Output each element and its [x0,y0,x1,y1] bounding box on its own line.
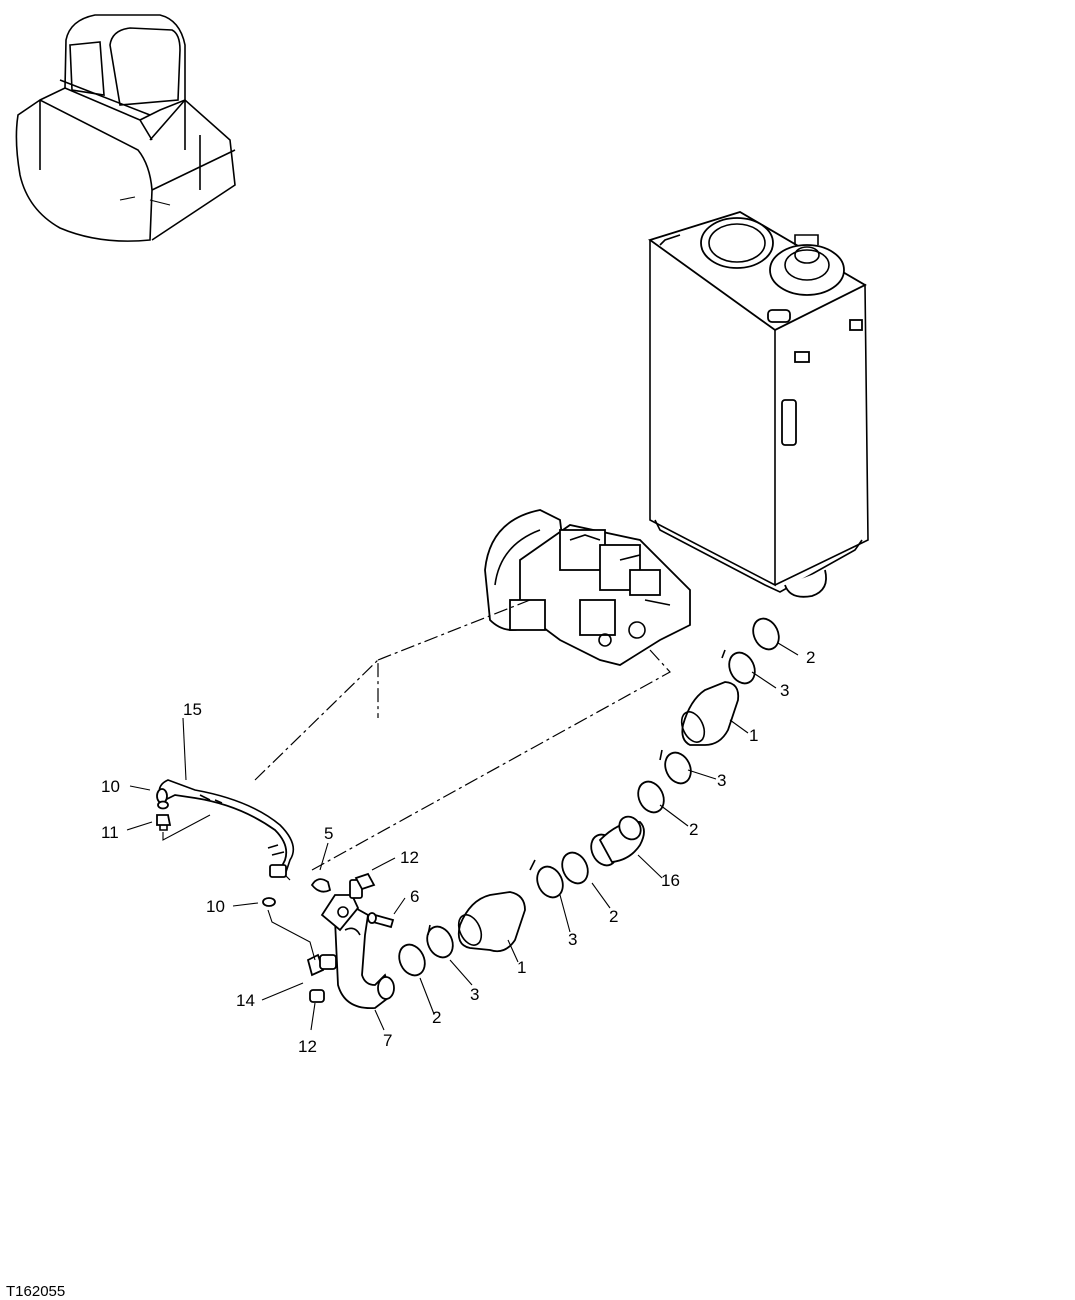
machine-locator-illustration [15,14,236,242]
callout-3-upper-right: 3 [780,681,789,700]
callout-3-lower-right: 3 [568,930,577,949]
callout-12-upper: 12 [400,848,419,867]
callout-6: 6 [410,887,419,906]
hydraulic-tank [648,211,869,598]
figure-code: T162055 [6,1283,65,1300]
callout-16: 16 [661,871,680,890]
suction-elbow-7 [306,879,395,1009]
o-ring-10-upper [157,800,169,810]
callout-12-lower: 12 [298,1037,317,1056]
hose-15 [156,779,295,878]
callout-1-lower: 1 [517,958,526,977]
callout-14: 14 [236,991,255,1010]
lower-hose-run [398,851,589,977]
callout-2-lower-right: 2 [609,907,618,926]
callout-2-upper-right: 2 [806,648,815,667]
callout-5: 5 [324,824,333,843]
callout-15: 15 [183,700,202,719]
callout-10-lower: 10 [206,897,225,916]
o-ring-10-lower [262,897,276,907]
callout-1-upper: 1 [749,726,758,745]
fitting-11 [156,814,172,831]
routing-lines [162,599,671,961]
cap-screw-6 [367,912,395,929]
hydraulic-pump [484,509,691,666]
callout-labels: 15 10 11 5 12 6 10 14 12 7 2 3 1 3 2 16 … [101,648,815,1056]
elbow-16 [590,815,645,867]
callout-3-upper-left: 3 [717,771,726,790]
upper-hose-run [637,617,780,814]
callout-3-lower-left: 3 [470,985,479,1004]
plug-12-upper [354,872,376,891]
callout-11: 11 [101,823,119,842]
callout-2-upper-left: 2 [689,820,698,839]
gasket-5 [310,878,332,893]
callout-leaders [126,642,799,1031]
callout-2-lower-left: 2 [432,1008,441,1027]
callout-10-upper: 10 [101,777,120,796]
callout-7: 7 [383,1031,392,1050]
